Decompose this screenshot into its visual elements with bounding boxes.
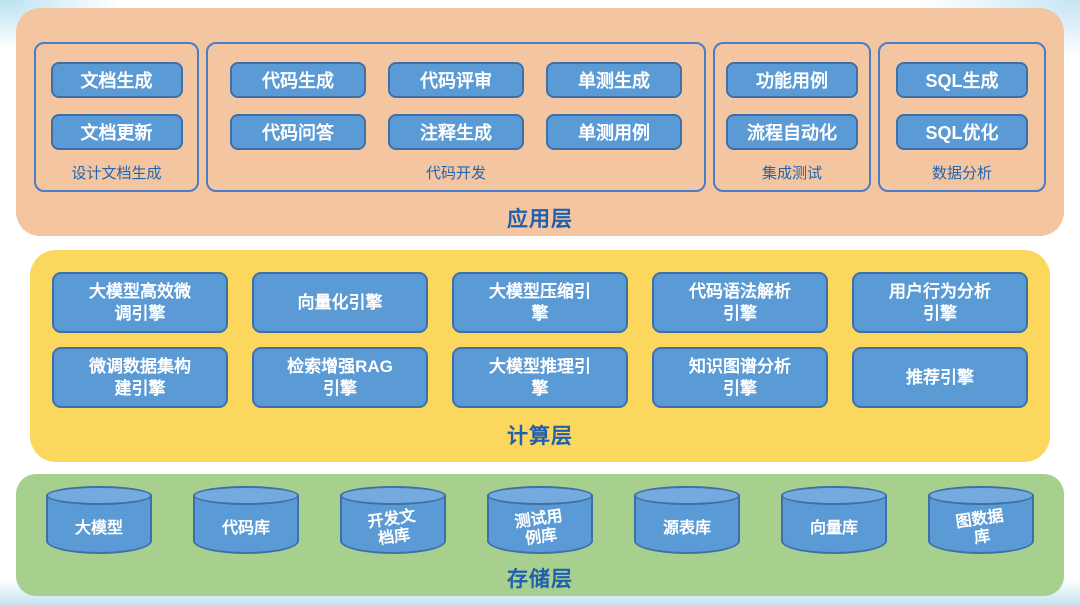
cylinder-top: [634, 486, 740, 505]
compute-layer: 大模型高效微 调引擎 向量化引擎 大模型压缩引 擎 代码语法解析 引擎 用户行为…: [30, 250, 1050, 462]
group-label: 集成测试: [761, 165, 822, 182]
compute-layer-label: 计算层: [507, 425, 573, 448]
group-code-development: 代码生成 代码评审 单测生成 代码问答 注释生成 单测用例 代码开发: [206, 42, 706, 192]
group-items: 文档生成 文档更新: [46, 62, 187, 150]
datastore-label: 代码库: [221, 519, 270, 537]
datastore-label: 源表库: [662, 519, 711, 537]
datastore-cylinder: 源表库: [634, 486, 740, 554]
application-layer: 文档生成 文档更新 设计文档生成 代码生成 代码评审 单测生成 代码问答 注释生…: [16, 8, 1064, 236]
group-label: 代码开发: [425, 165, 486, 182]
app-feature-node: 流程自动化: [726, 114, 858, 150]
storage-layer-label: 存储层: [507, 568, 573, 591]
group-data-analysis: SQL生成 SQL优化 数据分析: [878, 42, 1046, 192]
cylinder-top: [193, 486, 299, 505]
engine-grid: 大模型高效微 调引擎 向量化引擎 大模型压缩引 擎 代码语法解析 引擎 用户行为…: [52, 272, 1028, 408]
engine-node: 大模型推理引 擎: [452, 347, 628, 408]
datastore-label: 大模型: [74, 519, 123, 537]
app-feature-node: 文档更新: [50, 114, 183, 150]
datastore-cylinder: 开发文 档库: [340, 486, 446, 554]
engine-node: 用户行为分析 引擎: [852, 272, 1028, 333]
application-groups: 文档生成 文档更新 设计文档生成 代码生成 代码评审 单测生成 代码问答 注释生…: [34, 42, 1046, 192]
datastore-cylinder: 代码库: [193, 486, 299, 554]
datastore-label: 向量库: [809, 519, 858, 537]
cylinder-top: [781, 486, 887, 505]
datastore-cylinder: 测试用 例库: [487, 486, 593, 554]
cylinder-top: [340, 486, 446, 505]
cylinder-top: [928, 486, 1034, 505]
cylinder-top: [46, 486, 152, 505]
group-label: 设计文档生成: [71, 165, 162, 182]
group-label: 数据分析: [931, 165, 992, 182]
app-feature-node: 代码生成: [230, 62, 366, 98]
engine-node: 代码语法解析 引擎: [652, 272, 828, 333]
engine-node: 大模型高效微 调引擎: [52, 272, 228, 333]
group-items: SQL生成 SQL优化: [890, 62, 1034, 150]
group-items: 代码生成 代码评审 单测生成 代码问答 注释生成 单测用例: [230, 62, 682, 150]
cylinder-top: [487, 486, 593, 505]
datastore-row: 大模型 代码库 开发文 档库 测试用 例库 源表库: [46, 486, 1034, 554]
storage-layer: 大模型 代码库 开发文 档库 测试用 例库 源表库: [16, 474, 1064, 596]
app-feature-node: 功能用例: [726, 62, 858, 98]
app-feature-node: SQL优化: [896, 114, 1028, 150]
app-feature-node: 注释生成: [388, 114, 524, 150]
datastore-cylinder: 大模型: [46, 486, 152, 554]
app-feature-node: SQL生成: [896, 62, 1028, 98]
datastore-cylinder: 向量库: [781, 486, 887, 554]
engine-node: 检索增强RAG 引擎: [252, 347, 428, 408]
group-integration-testing: 功能用例 流程自动化 集成测试: [713, 42, 871, 192]
group-design-doc-generation: 文档生成 文档更新 设计文档生成: [34, 42, 199, 192]
app-feature-node: 代码问答: [230, 114, 366, 150]
engine-node: 推荐引擎: [852, 347, 1028, 408]
application-layer-label: 应用层: [507, 208, 573, 231]
engine-node: 知识图谱分析 引擎: [652, 347, 828, 408]
datastore-cylinder: 图数据 库: [928, 486, 1034, 554]
app-feature-node: 代码评审: [388, 62, 524, 98]
group-items: 功能用例 流程自动化: [725, 62, 859, 150]
app-feature-node: 单测生成: [546, 62, 682, 98]
engine-node: 微调数据集构 建引擎: [52, 347, 228, 408]
engine-node: 向量化引擎: [252, 272, 428, 333]
app-feature-node: 单测用例: [546, 114, 682, 150]
engine-node: 大模型压缩引 擎: [452, 272, 628, 333]
app-feature-node: 文档生成: [50, 62, 183, 98]
